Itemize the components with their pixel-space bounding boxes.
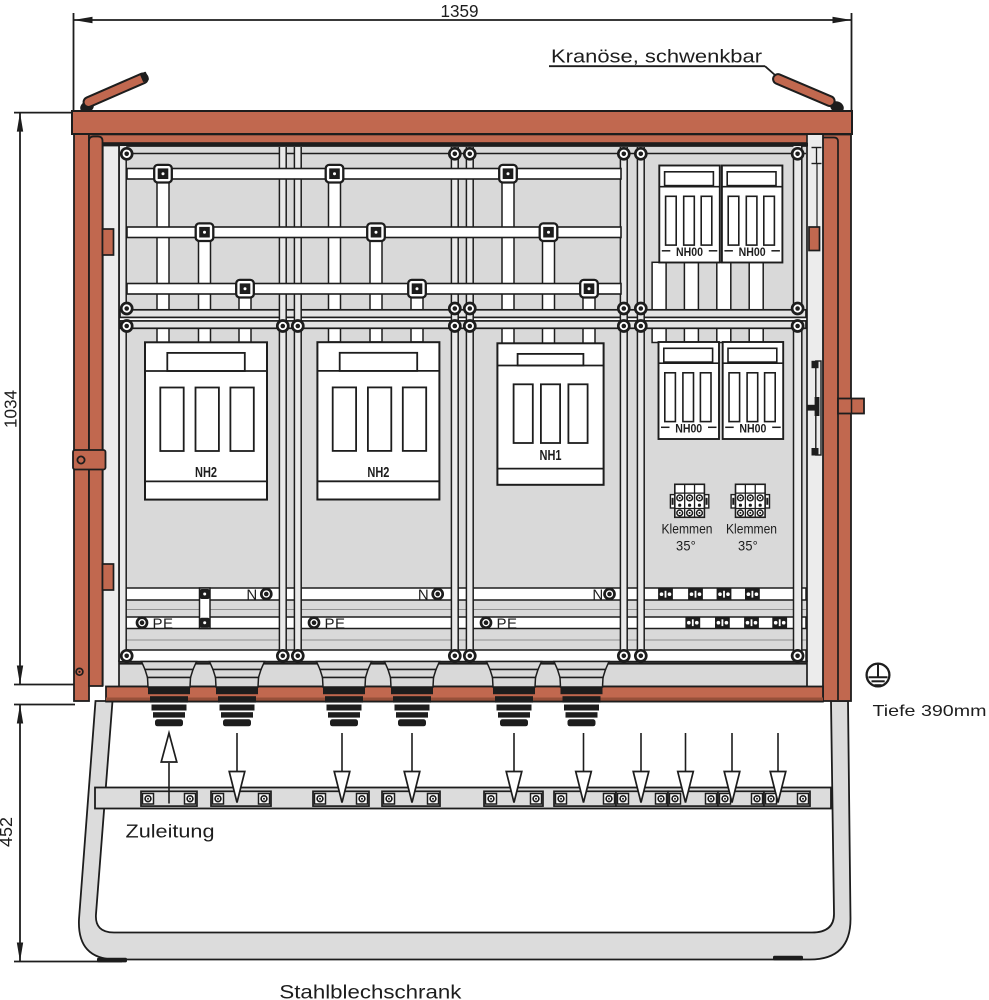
svg-text:NH2: NH2 — [195, 465, 217, 481]
svg-text:NH00: NH00 — [675, 424, 702, 436]
svg-text:1034: 1034 — [1, 390, 21, 428]
svg-text:452: 452 — [0, 817, 16, 847]
svg-text:PE: PE — [325, 615, 346, 632]
svg-text:Kranöse, schwenkbar: Kranöse, schwenkbar — [551, 47, 762, 67]
svg-text:NH00: NH00 — [739, 424, 766, 436]
svg-text:35°: 35° — [676, 538, 696, 554]
svg-text:Klemmen: Klemmen — [726, 522, 777, 537]
svg-text:PE: PE — [497, 615, 518, 632]
svg-text:Zuleitung: Zuleitung — [126, 822, 215, 842]
svg-text:N: N — [246, 587, 257, 604]
svg-text:N: N — [592, 587, 603, 604]
svg-text:Klemmen: Klemmen — [662, 522, 713, 537]
svg-text:NH1: NH1 — [540, 448, 562, 464]
svg-text:NH00: NH00 — [739, 247, 766, 259]
svg-text:Stahlblechschrank: Stahlblechschrank — [279, 983, 462, 1000]
svg-text:1359: 1359 — [441, 1, 479, 21]
svg-text:N: N — [418, 587, 429, 604]
svg-text:Tiefe 390mm: Tiefe 390mm — [873, 703, 987, 720]
svg-text:PE: PE — [153, 615, 174, 632]
svg-text:NH00: NH00 — [676, 247, 703, 259]
svg-text:NH2: NH2 — [367, 465, 389, 481]
svg-text:35°: 35° — [738, 538, 758, 554]
